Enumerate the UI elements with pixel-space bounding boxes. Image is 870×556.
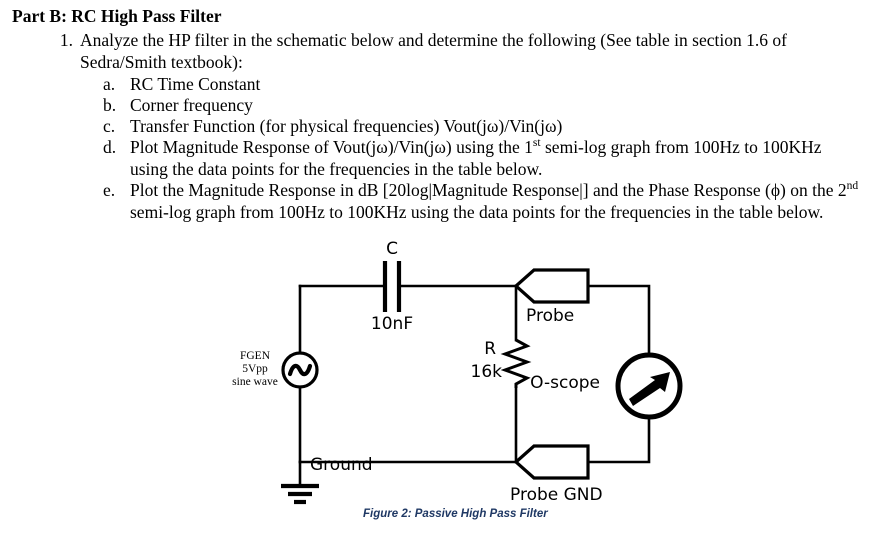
sub-item-a-label: a. [103,74,116,94]
sine-wave-icon [287,363,313,377]
numbered-item-1: 1. Analyze the HP filter in the schemati… [47,30,847,73]
sub-item-d-label: d. [103,137,117,157]
item-number: 1. [59,30,73,50]
resistor-value-label: 16k [471,362,503,382]
resistor-symbol [500,338,532,388]
sub-item-c-label: c. [103,116,116,136]
sub-item-b-label: b. [103,95,117,115]
sub-item-e: e. Plot the Magnitude Response in dB [20… [103,180,863,223]
ground-symbol [281,483,319,505]
sub-item-a-text: RC Time Constant [130,74,261,94]
probe-arrow-shape [513,268,590,304]
capacitor-symbol [382,261,402,312]
sub-item-e-superscript: nd [846,180,859,193]
resistor-designator-label: R [484,339,496,359]
figure-caption: Figure 2: Passive High Pass Filter [363,508,548,520]
sub-item-e-label: e. [103,180,116,200]
ground-label: Ground [310,455,373,475]
sub-item-d-text-a: Plot Magnitude Response of Vout(jω)/Vin(… [130,137,533,157]
probe-symbol [513,268,590,304]
resistor-zigzag [500,338,532,388]
sub-item-c: c. Transfer Function (for physical frequ… [103,116,863,138]
page-title: Part B: RC High Pass Filter [12,6,222,26]
sub-item-d: d. Plot Magnitude Response of Vout(jω)/V… [103,137,863,180]
probe-label: Probe [526,306,574,326]
sub-item-b-text: Corner frequency [130,95,253,115]
probe-gnd-label: Probe GND [510,485,603,505]
capacitor-value-label: 10nF [371,314,413,334]
oscilloscope-symbol [615,352,683,420]
probe-gnd-arrow-shape [513,444,590,480]
circuit-schematic: C 10nF R 16k FGEN 5Vpp sine wave Probe P… [0,236,870,536]
probe-gnd-symbol [513,444,590,480]
sub-item-c-text: Transfer Function (for physical frequenc… [130,116,563,136]
sub-item-d-superscript: st [532,137,541,150]
sub-item-d-text: Plot Magnitude Response of Vout(jω)/Vin(… [130,137,863,180]
capacitor-designator-label: C [386,239,398,259]
source-label-line2: 5Vpp [242,363,268,375]
oscope-label: O-scope [530,373,600,393]
sub-item-a: a. RC Time Constant [103,74,863,96]
sub-item-b: b. Corner frequency [103,95,863,117]
sub-item-e-text: Plot the Magnitude Response in dB [20log… [130,180,863,223]
wire-oscope-to-probe-gnd [586,416,651,464]
sub-item-e-text-b: semi-log graph from 100Hz to 100KHz usin… [130,201,824,222]
source-label-line3: sine wave [232,376,278,388]
wire-probe-to-oscope [586,284,651,356]
sub-item-d-text-b: semi-log graph from 100Hz to 100KHz usin… [130,137,822,179]
source-label-line1: FGEN [240,350,271,362]
function-generator-symbol [281,351,319,389]
lightning-bolt-icon [629,372,670,406]
sub-item-e-text-a: Plot the Magnitude Response in dB [20log… [130,180,847,200]
item-1-text: Analyze the HP filter in the schematic b… [80,30,787,72]
